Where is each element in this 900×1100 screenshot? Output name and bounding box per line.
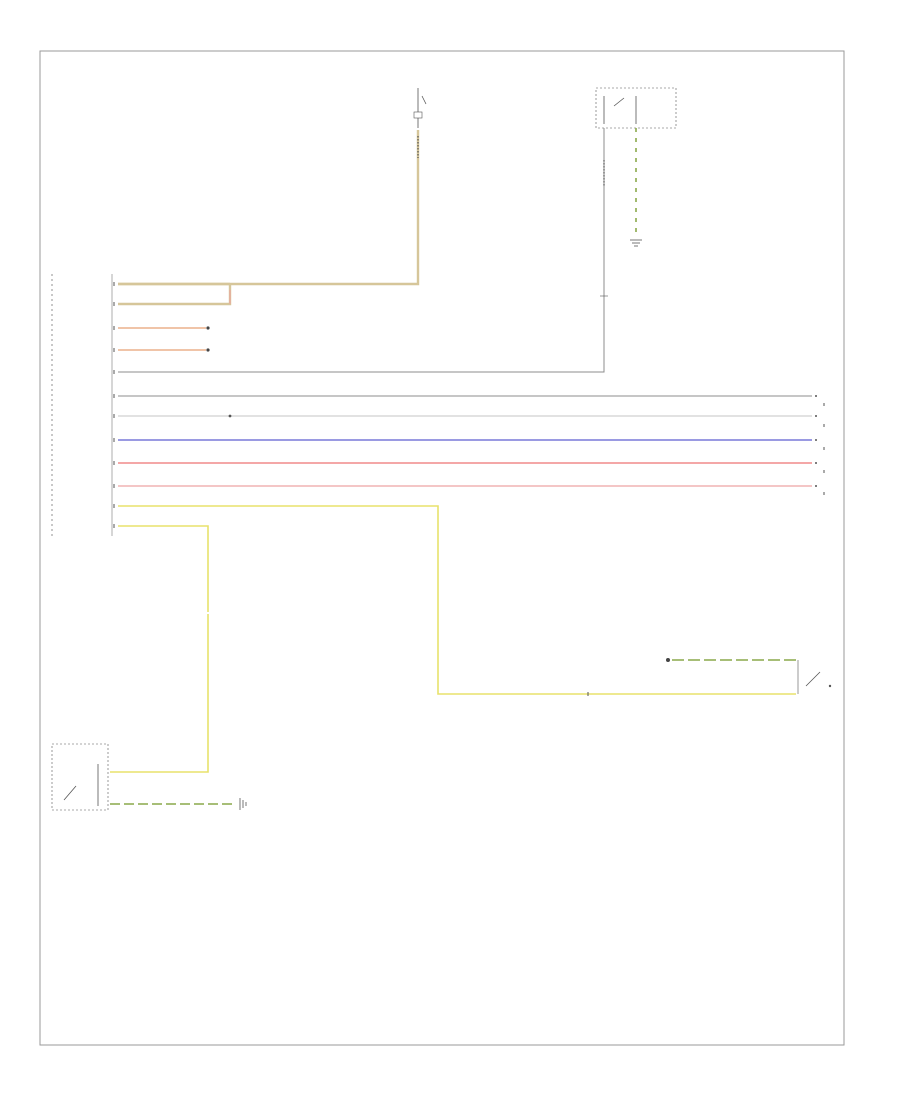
switch-signal-wire [118,128,605,373]
rear-window-switch [595,87,677,129]
module-pin-wires [110,282,812,773]
right-door-module [51,743,109,811]
door-ground-wire [110,798,247,810]
fuse-feed-wire [118,130,420,286]
splice-markers [196,295,608,614]
switch-ground-wire [630,128,642,247]
trunk-switch-wire [587,692,796,696]
license-lamp [666,658,670,662]
trunk-switch [797,660,832,694]
fuse [413,88,427,128]
page-frame [39,50,845,1046]
wire-end-markers [815,395,825,495]
central-module [51,274,113,536]
